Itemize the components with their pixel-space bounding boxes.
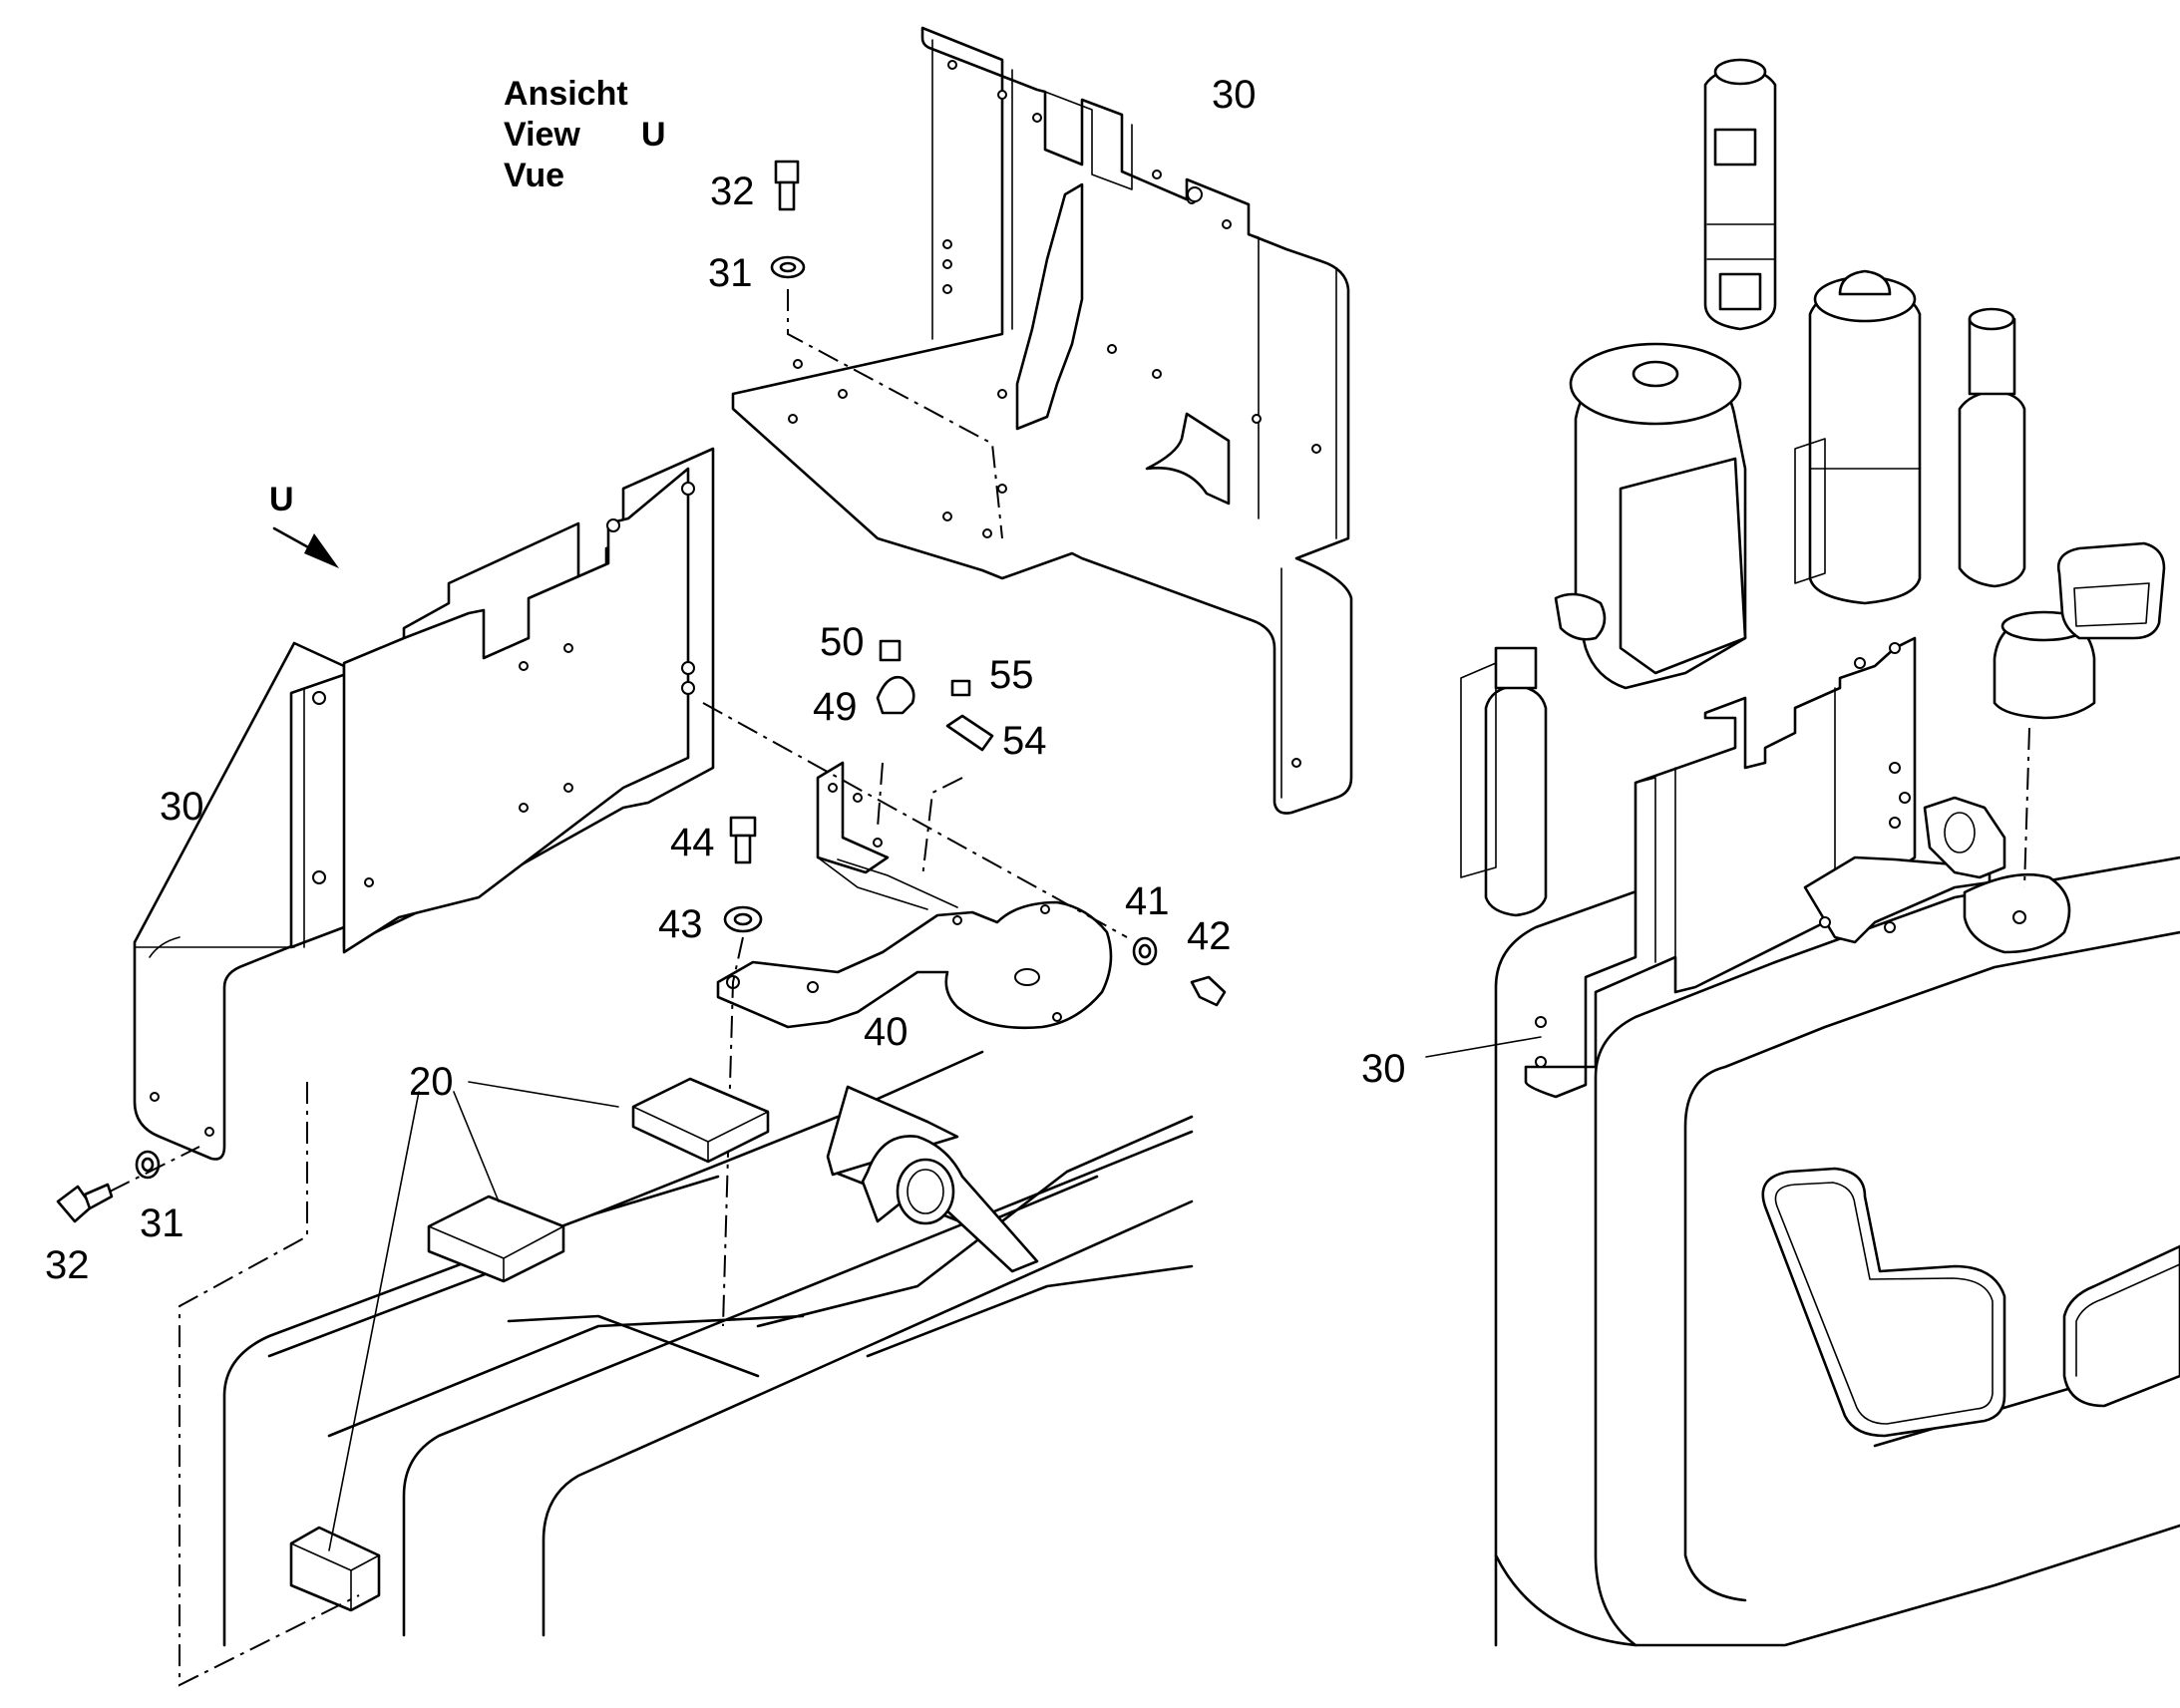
- label-20: 20: [409, 1060, 454, 1104]
- leader-20-c: [328, 1091, 420, 1551]
- label-43: 43: [658, 902, 703, 946]
- bolt-32-bottom: [56, 1183, 114, 1223]
- tank-lug: [861, 1135, 1039, 1273]
- pad-20-a: [631, 1077, 770, 1164]
- cylinder-right: [1958, 307, 2026, 588]
- label-50: 50: [820, 620, 865, 664]
- bolt-32-top: [774, 160, 800, 211]
- axis-line-bracket: [702, 702, 1128, 938]
- label-30-left: 30: [160, 785, 204, 829]
- washer-41: [1132, 936, 1158, 966]
- leader-20: [468, 1081, 619, 1108]
- cylinder-top: [1703, 58, 1777, 331]
- pad-20-b: [427, 1195, 565, 1283]
- cylinder-mid: [1794, 269, 1922, 605]
- label-32-top: 32: [710, 170, 755, 213]
- bracket-30-top: [731, 26, 1353, 815]
- tank-left: [222, 1050, 1194, 1647]
- bracket-30-left: [133, 447, 715, 1161]
- label-32-bottom: 32: [45, 1243, 90, 1287]
- view-arrow: [272, 526, 339, 568]
- view-note-view: View: [504, 116, 580, 154]
- label-55: 55: [989, 653, 1034, 697]
- label-31-bottom: 31: [140, 1201, 184, 1245]
- label-31-top: 31: [708, 251, 753, 295]
- bracket-40: [716, 761, 1113, 1030]
- cylinder-left: [1460, 646, 1548, 917]
- leader-30-right: [1425, 1036, 1542, 1058]
- bracket-30-right: [1524, 636, 2071, 1099]
- washer-43: [723, 905, 763, 933]
- label-49: 49: [813, 685, 858, 729]
- axis-line-54: [921, 777, 963, 878]
- view-note-vue: Vue: [504, 157, 564, 194]
- clip-49: [876, 675, 915, 715]
- clip-54: [945, 714, 994, 752]
- axis-line-44: [722, 936, 744, 1327]
- axis-line-left-frame: [179, 1082, 360, 1687]
- washer-31-top: [770, 255, 806, 279]
- axis-line-lamp: [2023, 727, 2030, 888]
- work-light: [2056, 541, 2166, 640]
- label-44: 44: [670, 821, 715, 864]
- label-30-top: 30: [1212, 73, 1257, 117]
- label-54: 54: [1002, 719, 1047, 763]
- bolt-42: [1190, 975, 1227, 1007]
- label-42: 42: [1187, 914, 1232, 958]
- axis-line-top-bolt: [787, 289, 1003, 539]
- pad-20-c: [289, 1526, 381, 1612]
- screw-55: [950, 679, 971, 697]
- tank-right: [1494, 855, 2180, 1647]
- label-40: 40: [864, 1010, 908, 1054]
- label-41: 41: [1125, 879, 1170, 923]
- axis-line-50: [877, 762, 884, 829]
- view-arrow-letter: U: [269, 481, 294, 518]
- cylinder-large: [1554, 342, 1747, 690]
- screw-50: [879, 639, 902, 662]
- view-note-letter: U: [641, 116, 666, 154]
- view-note-ansicht: Ansicht: [504, 75, 628, 113]
- label-30-right: 30: [1361, 1047, 1406, 1091]
- axis-line-bolt-bottom: [109, 1146, 200, 1193]
- leader-20-b: [453, 1091, 500, 1202]
- bolt-44: [729, 816, 757, 864]
- washer-31-bottom: [135, 1150, 161, 1180]
